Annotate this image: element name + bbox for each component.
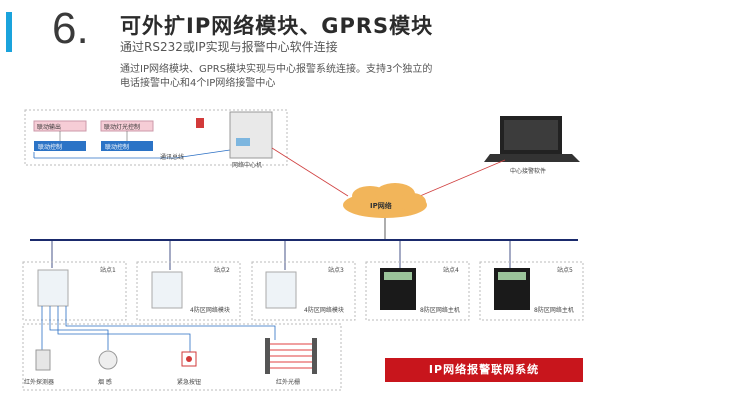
station-4-label: 站点4 bbox=[443, 267, 459, 274]
station-2-caption: 4防区网络模块 bbox=[190, 307, 230, 314]
module-box-2-label: 联动控制 bbox=[38, 144, 63, 151]
device-pir-label: 红外探测器 bbox=[24, 379, 55, 386]
station-1-label: 站点1 bbox=[100, 267, 116, 274]
device-button-label: 紧急按钮 bbox=[177, 379, 202, 386]
station-1-module bbox=[37, 269, 69, 307]
smoke-detector-icon bbox=[98, 350, 118, 370]
siren-icon bbox=[196, 118, 204, 128]
cloud-label: IP网络 bbox=[370, 202, 392, 210]
module-box-2 bbox=[34, 141, 86, 151]
device-grating-label: 红外光栅 bbox=[276, 379, 301, 386]
system-name-banner: IP网络报警联网系统 bbox=[385, 358, 583, 382]
device-smoke-label: 烟 感 bbox=[98, 379, 112, 386]
center-software-label: 中心接警软件 bbox=[510, 168, 547, 175]
top-group-frame bbox=[24, 109, 288, 166]
station-3-label: 站点3 bbox=[328, 267, 344, 274]
module-box-4 bbox=[101, 141, 153, 151]
section-number: 6. bbox=[52, 4, 89, 53]
station-5-caption: 8防区网络主机 bbox=[534, 307, 574, 314]
host-cabinet bbox=[229, 111, 273, 159]
infrared-grating-icon bbox=[265, 338, 317, 374]
host-label: 网络中心机 bbox=[232, 162, 263, 169]
module-box-4-label: 联动控制 bbox=[105, 144, 130, 151]
description: 通过IP网络模块、GPRS模块实现与中心报警系统连接。支持3个独立的 电话接警中… bbox=[120, 63, 510, 91]
station-2-label: 站点2 bbox=[214, 267, 230, 274]
page-subtitle: 通过RS232或IP实现与报警中心软件连接 bbox=[120, 40, 338, 54]
module-box-3-label: 联动灯光控制 bbox=[104, 124, 141, 131]
module-box-1-label: 联动输出 bbox=[37, 124, 62, 131]
pir-detector-icon bbox=[35, 349, 51, 371]
description-line-2: 电话接警中心和4个IP网络接警中心 bbox=[120, 78, 276, 89]
link-cloud-laptop bbox=[419, 159, 506, 197]
station-2-module bbox=[151, 271, 183, 309]
station-4-caption: 8防区网络主机 bbox=[420, 307, 460, 314]
station-3-module bbox=[265, 271, 297, 309]
accent-bar bbox=[6, 12, 12, 52]
station-5-keypad bbox=[494, 268, 530, 310]
description-line-1: 通过IP网络模块、GPRS模块实现与中心报警系统连接。支持3个独立的 bbox=[120, 64, 433, 75]
link-host-cloud bbox=[271, 147, 349, 197]
station-4-keypad bbox=[380, 268, 416, 310]
cloud-icon bbox=[343, 183, 427, 218]
page-title: 可外扩IP网络模块、GPRS模块 bbox=[120, 14, 434, 38]
bus-label: 通讯总线 bbox=[160, 154, 185, 161]
station-3-caption: 4防区网络模块 bbox=[304, 307, 344, 314]
station-5-label: 站点5 bbox=[557, 267, 573, 274]
